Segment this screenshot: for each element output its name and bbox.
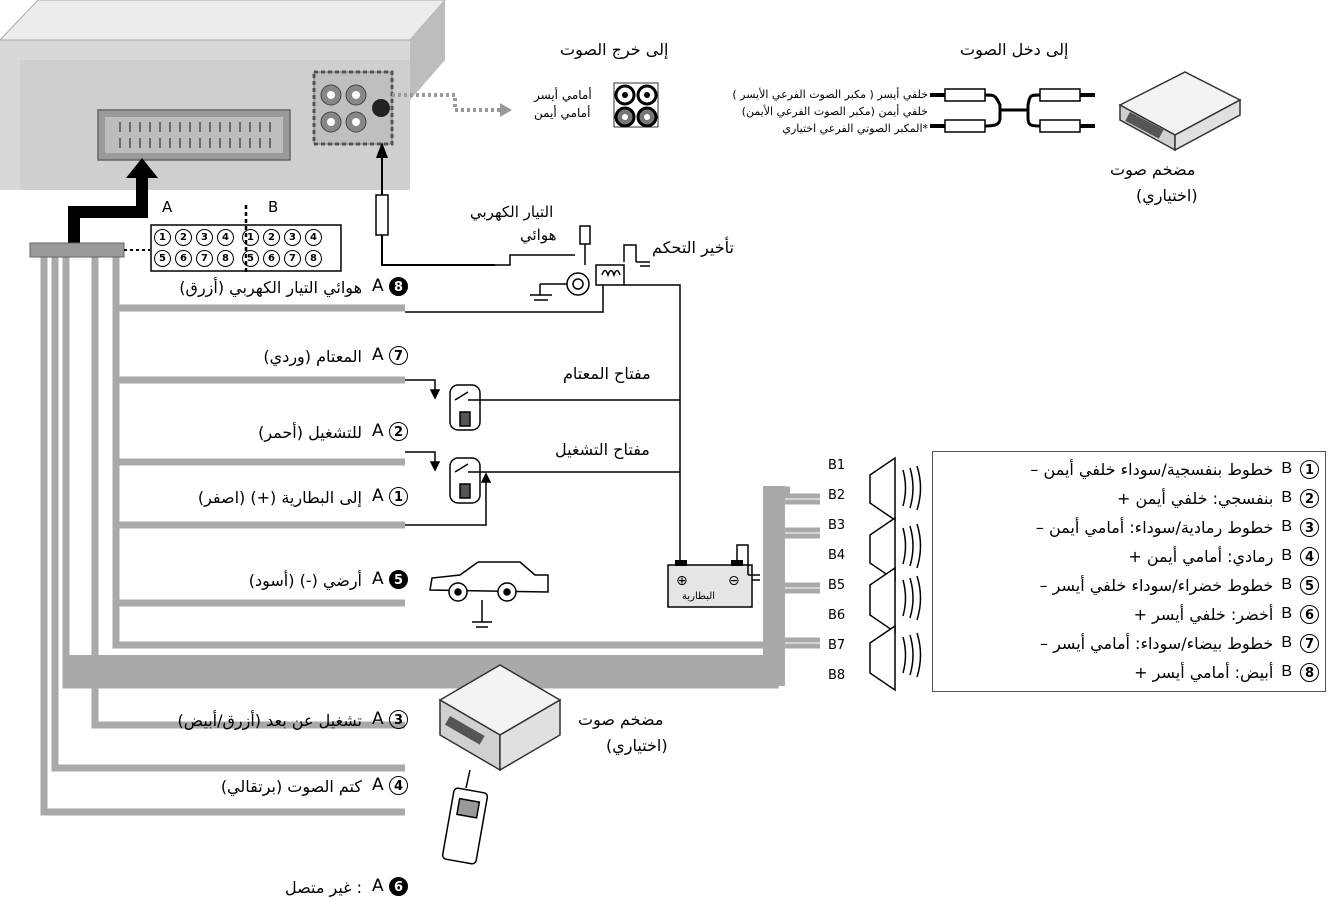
wire-label-a2: للتشغيل (أحمر) [258, 423, 362, 442]
ignition-switch-icon [405, 451, 680, 526]
amp-top-line1: مضخم صوت [1110, 160, 1196, 179]
audio-in-note: *المكبر الصوتي الفرعي اختياري [782, 122, 928, 135]
audio-in-title: إلى دخل الصوت [960, 40, 1069, 59]
speaker-pin-b7: B7 [828, 638, 846, 653]
speaker-icons [869, 456, 922, 692]
audio-in-rear-left: خلفي أيسر ( مكبر الصوت الفرعي الأيسر ) [732, 88, 928, 101]
amp-bottom-line2: (اختياري) [606, 736, 668, 755]
dimmer-switch-label: مفتاح المعتام [563, 364, 651, 383]
power-antenna-circuit [405, 225, 681, 545]
speaker-pin-b5: B5 [828, 578, 846, 593]
wire-row-a6: A 6 [372, 876, 409, 896]
amplifier-top-icon [1118, 71, 1242, 152]
mobile-phone-icon [441, 769, 489, 865]
wire-label-a7: المعتام (وردي) [263, 347, 362, 366]
speaker-pin-b2: B2 [828, 488, 846, 503]
wire-label-a4: كتم الصوت (برتقالي) [220, 777, 362, 796]
amp-bottom-line1: مضخم صوت [578, 710, 664, 729]
amplifier-bottom-icon [438, 664, 562, 772]
car-icon [429, 561, 549, 628]
harness-wires [40, 250, 790, 816]
wire-row-a4: A 4 [372, 775, 409, 795]
ignition-switch-label: مفتاح التشغيل [555, 440, 650, 459]
rca-cables [984, 93, 1041, 128]
speaker-pin-b1: B1 [828, 458, 846, 473]
power-antenna-line1: التيار الكهربي [470, 203, 554, 221]
speaker-pin-b4: B4 [828, 548, 846, 563]
wire-label-a8: هوائي التيار الكهربي (أزرق) [179, 278, 362, 297]
wire-label-a6: : غير متصل [285, 878, 362, 897]
wire-label-a1: إلى البطارية (+) (اصفر) [197, 488, 362, 507]
connector-letter-b: B [268, 198, 279, 216]
wire-row-a1: A 1 [372, 486, 409, 506]
svg-text:⊖: ⊖ [728, 573, 740, 589]
control-delay-label: تأخير التحكم [652, 238, 734, 257]
rca-out-jacks [613, 82, 659, 128]
speaker-pin-b6: B6 [828, 608, 846, 623]
svg-text:⊕: ⊕ [676, 573, 688, 589]
dimmer-switch-icon [405, 379, 680, 431]
amp-top-line2: (اختياري) [1136, 186, 1198, 205]
audio-out-front-left: أمامي أيسر [534, 88, 592, 102]
audio-out-front-right: أمامي أيمن [534, 106, 591, 120]
wire-row-a2: A 2 [372, 421, 409, 441]
head-unit [0, 0, 446, 190]
connector-letter-a: A [162, 198, 173, 216]
wire-row-a8: A 8 [372, 276, 409, 296]
battery-label: البطارية [682, 591, 716, 602]
power-antenna-line2: هوائي [520, 226, 557, 244]
audio-in-rear-right: خلفي أيمن (مكبر الصوت الفرعي الأيمن) [741, 105, 928, 118]
wire-row-a5: A 5 [372, 569, 409, 589]
speaker-pin-b8: B8 [828, 668, 846, 683]
wire-row-a3: A 3 [372, 709, 409, 729]
audio-out-title: إلى خرج الصوت [560, 40, 669, 59]
battery-icon: ⊕ ⊖ [667, 544, 760, 608]
wire-label-a5: أرضي (-) (أسود) [248, 571, 362, 590]
wire-label-a3: تشغيل عن بعد (أزرق/أبيض) [177, 711, 362, 730]
speaker-pin-b3: B3 [828, 518, 846, 533]
wire-row-a7: A 7 [372, 345, 409, 365]
